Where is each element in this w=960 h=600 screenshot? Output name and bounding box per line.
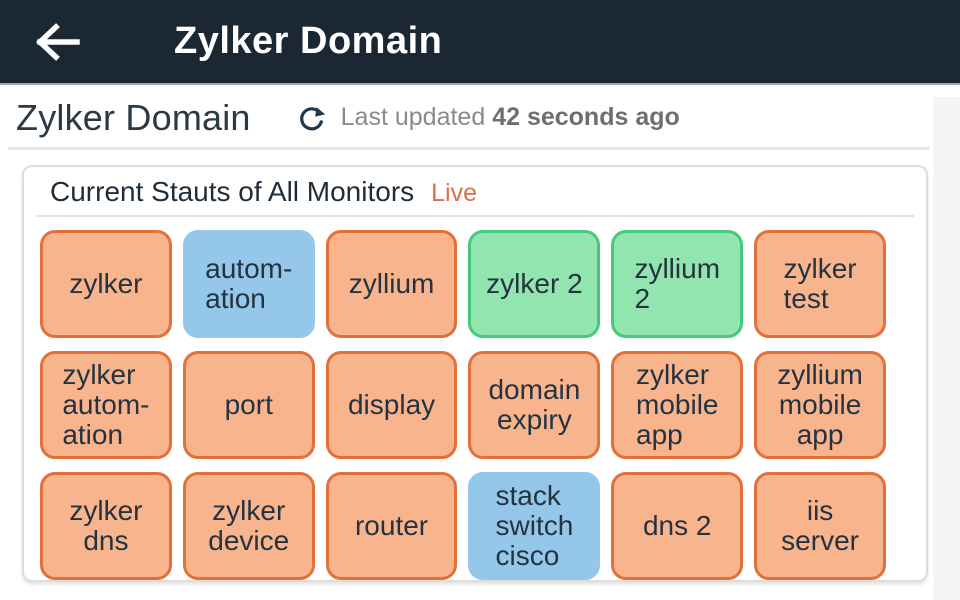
- right-gutter: [933, 97, 960, 600]
- monitor-tile[interactable]: autom- ation: [182, 230, 315, 338]
- monitor-tile[interactable]: display: [325, 351, 458, 459]
- monitor-tile-label: zylker 2: [486, 268, 583, 300]
- monitor-tile[interactable]: port: [182, 351, 315, 459]
- monitor-tile-label: display: [347, 389, 436, 421]
- monitor-tile[interactable]: zyllium 2: [611, 230, 744, 338]
- monitors-grid: zylker autom- ation zyllium zylker 2 zyllium…: [40, 230, 886, 580]
- monitor-tile-label: zylker autom- ation: [62, 359, 150, 450]
- monitor-tile[interactable]: stack switch cisco: [468, 472, 601, 580]
- page-title: Zylker Domain: [16, 96, 251, 138]
- monitor-tile-label: zylker test: [783, 253, 857, 314]
- monitor-tile[interactable]: zylker 2: [468, 230, 601, 338]
- refresh-icon: [298, 104, 326, 132]
- monitor-tile-label: dns 2: [642, 510, 712, 542]
- monitor-tile-label: autom- ation: [205, 253, 293, 314]
- monitor-tile-label: zylker device: [208, 495, 290, 556]
- last-updated-label: Last updated: [340, 103, 486, 131]
- monitor-tile-label: iis server: [781, 495, 859, 556]
- monitor-tile-label: zylker: [69, 268, 143, 300]
- monitor-tile[interactable]: router: [325, 472, 458, 580]
- app-bar-title: Zylker Domain: [174, 20, 443, 62]
- monitor-tile[interactable]: domain expiry: [468, 351, 601, 459]
- monitor-tile[interactable]: zylker autom- ation: [40, 351, 172, 459]
- monitors-card-header: Current Stauts of All Monitors Live: [24, 167, 926, 210]
- monitor-tile[interactable]: zylker dns: [40, 472, 172, 580]
- monitor-tile[interactable]: zylker mobile app: [611, 351, 744, 459]
- monitor-tile-label: zyllium 2: [634, 253, 721, 314]
- monitor-tile-label: zyllium: [348, 268, 435, 300]
- monitor-tile[interactable]: dns 2: [611, 472, 744, 580]
- header-divider: [8, 147, 930, 150]
- monitors-card: Current Stauts of All Monitors Live zylk…: [22, 165, 928, 582]
- back-button[interactable]: [30, 18, 82, 66]
- monitor-tile[interactable]: zylker test: [754, 230, 886, 338]
- last-updated-text: Last updated 42 seconds ago: [341, 103, 680, 132]
- monitor-tile[interactable]: zyllium mobile app: [754, 351, 886, 459]
- live-badge: Live: [431, 179, 478, 207]
- monitor-tile[interactable]: zylker: [40, 230, 172, 338]
- monitor-tile-label: zyllium mobile app: [777, 359, 863, 450]
- last-updated-value: 42 seconds ago: [492, 103, 680, 131]
- monitor-tile-label: port: [224, 389, 273, 421]
- monitor-tile-label: stack switch cisco: [495, 480, 574, 571]
- back-arrow-icon: [32, 22, 80, 62]
- monitor-tile-label: domain expiry: [488, 374, 581, 435]
- refresh-button[interactable]: [297, 103, 327, 133]
- monitor-tile-label: zylker dns: [69, 495, 143, 556]
- panel-divider: [36, 215, 914, 217]
- monitor-tile-label: zylker mobile app: [636, 359, 719, 450]
- monitor-tile[interactable]: zyllium: [325, 230, 458, 338]
- app-bar: Zylker Domain: [0, 0, 960, 85]
- panel-title: Current Stauts of All Monitors: [50, 176, 415, 207]
- monitor-tile-label: router: [354, 510, 429, 542]
- page-header: Zylker Domain Last updated 42 seconds ag…: [0, 85, 960, 150]
- monitor-tile[interactable]: iis server: [754, 472, 886, 580]
- monitor-tile[interactable]: zylker device: [182, 472, 315, 580]
